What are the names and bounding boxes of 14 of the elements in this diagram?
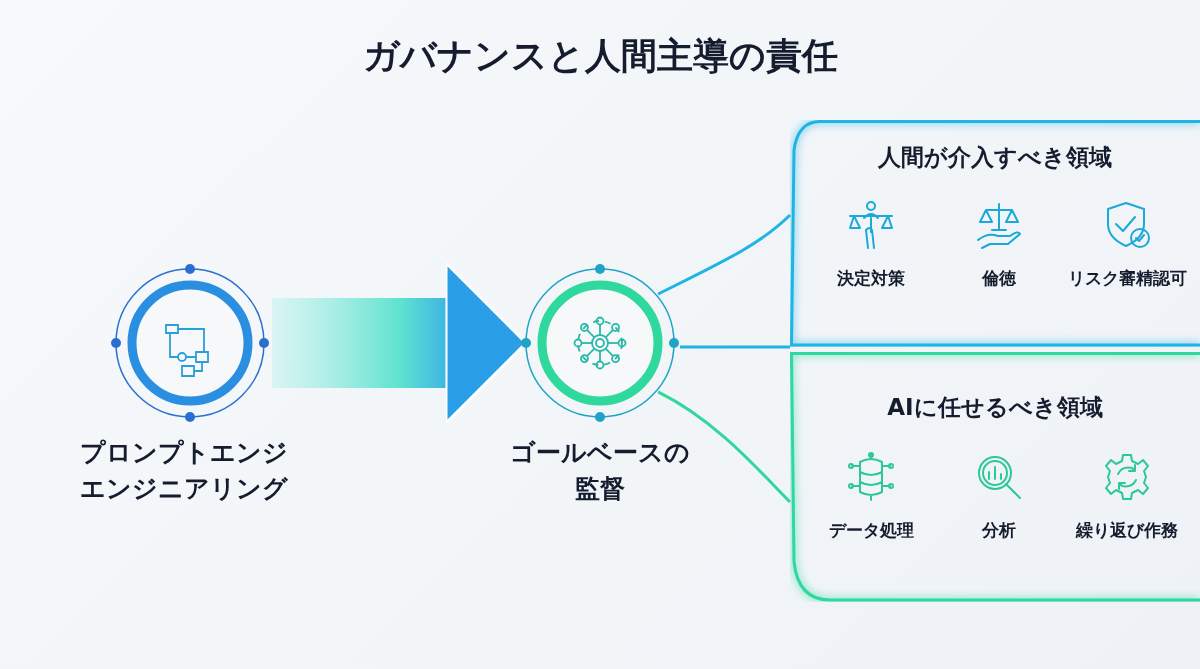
panel-heading: AIに任せるべき領域 <box>886 393 1104 422</box>
node-label: ゴールベースの監督 <box>509 437 691 505</box>
connector-line <box>680 345 790 349</box>
connector-line <box>657 213 792 296</box>
node-label: プロンプトエンジエンジニアリング <box>80 437 289 505</box>
connector-line <box>657 390 792 504</box>
item-label: 倫徳 <box>981 267 1017 290</box>
item-label: リスク審精認可 <box>1066 267 1188 290</box>
title: ガバナンスと人間主導の責任 <box>361 34 839 78</box>
item-label: 決定対策 <box>836 267 906 290</box>
item-label: データ処理 <box>827 519 915 542</box>
panel-heading: 人間が介入すべき領域 <box>877 143 1113 172</box>
item-label: 繰り返び作務 <box>1074 519 1179 542</box>
item-label: 分析 <box>981 519 1017 542</box>
